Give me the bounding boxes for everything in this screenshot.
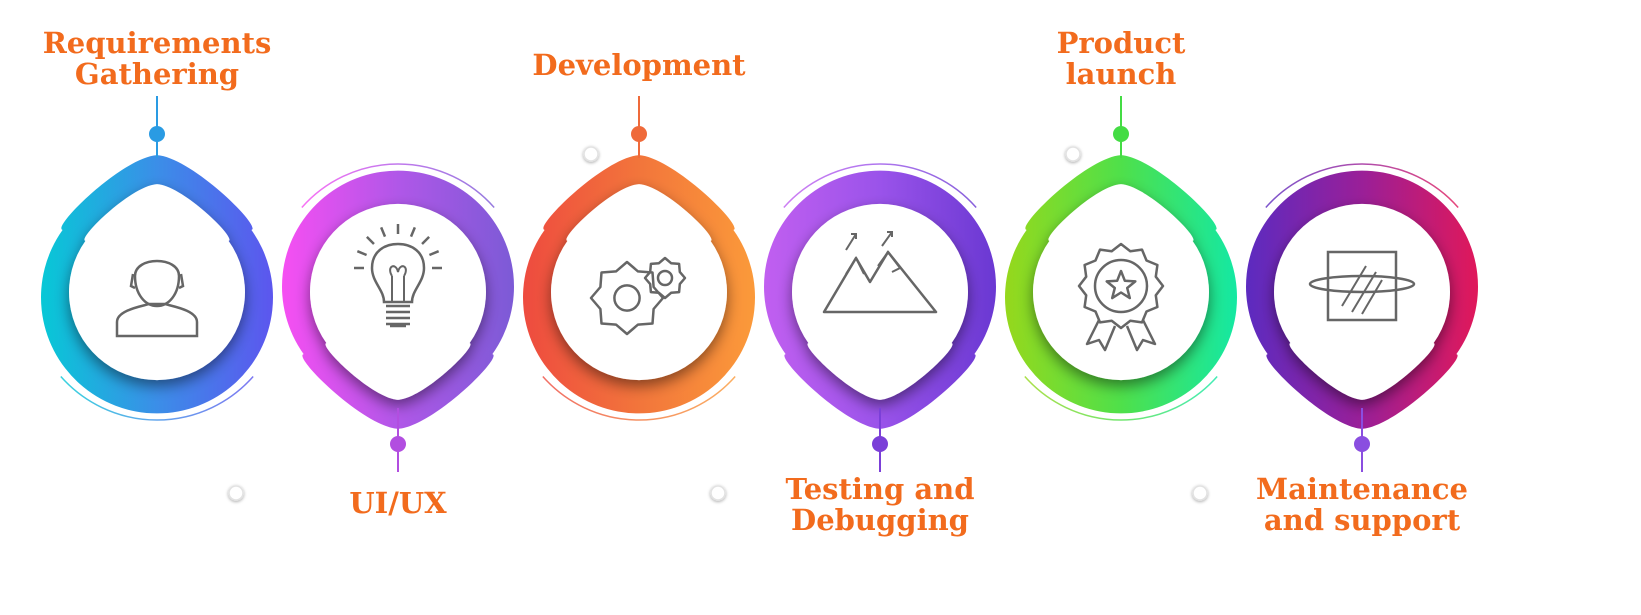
decorative-arc — [1024, 375, 1218, 421]
step-face — [1274, 203, 1451, 400]
decorative-arc — [301, 163, 495, 209]
step-label-line: Development — [532, 48, 746, 82]
lightbulb-icon — [354, 224, 442, 328]
process-step — [523, 96, 755, 421]
step-face — [551, 184, 727, 381]
step-label-line: Gathering — [74, 57, 240, 91]
decorative-arc — [542, 375, 736, 421]
step-label-line: Product — [1056, 26, 1186, 60]
step-label: Development — [509, 50, 769, 81]
decorative-arc — [60, 375, 254, 421]
step-dot — [872, 436, 888, 452]
step-dot — [1354, 436, 1370, 452]
decorative-dot — [228, 485, 244, 501]
decorative-arc — [1265, 163, 1459, 209]
decorative-dot — [1065, 146, 1081, 162]
user-icon — [115, 259, 199, 338]
mountains-icon — [822, 231, 938, 314]
process-step — [1005, 96, 1237, 421]
decorative-dot — [710, 485, 726, 501]
decorative-dot — [583, 146, 599, 162]
process-step — [41, 96, 274, 421]
process-step — [1192, 163, 1479, 501]
decorative-dot — [1192, 485, 1208, 501]
step-label-line: Debugging — [791, 503, 969, 537]
step-label-line: UI/UX — [349, 486, 447, 520]
step-dot — [149, 126, 165, 142]
step-dot — [1113, 126, 1129, 142]
decorative-arc — [783, 163, 977, 209]
step-label-line: Testing and — [785, 472, 975, 506]
step-label-line: Requirements — [42, 26, 272, 60]
process-step — [228, 163, 514, 501]
step-label-line: and support — [1263, 503, 1461, 537]
glass-pane-icon — [1308, 250, 1416, 322]
gears-icon — [589, 256, 687, 336]
step-face — [69, 184, 245, 381]
award-badge-icon — [1077, 242, 1165, 352]
process-step — [710, 163, 996, 501]
step-label-line: launch — [1065, 57, 1177, 91]
step-label-line: Maintenance — [1256, 472, 1468, 506]
step-face — [1033, 184, 1209, 381]
step-dot — [631, 126, 647, 142]
step-face — [792, 203, 968, 400]
step-label: UI/UX — [268, 488, 528, 519]
step-dot — [390, 436, 406, 452]
